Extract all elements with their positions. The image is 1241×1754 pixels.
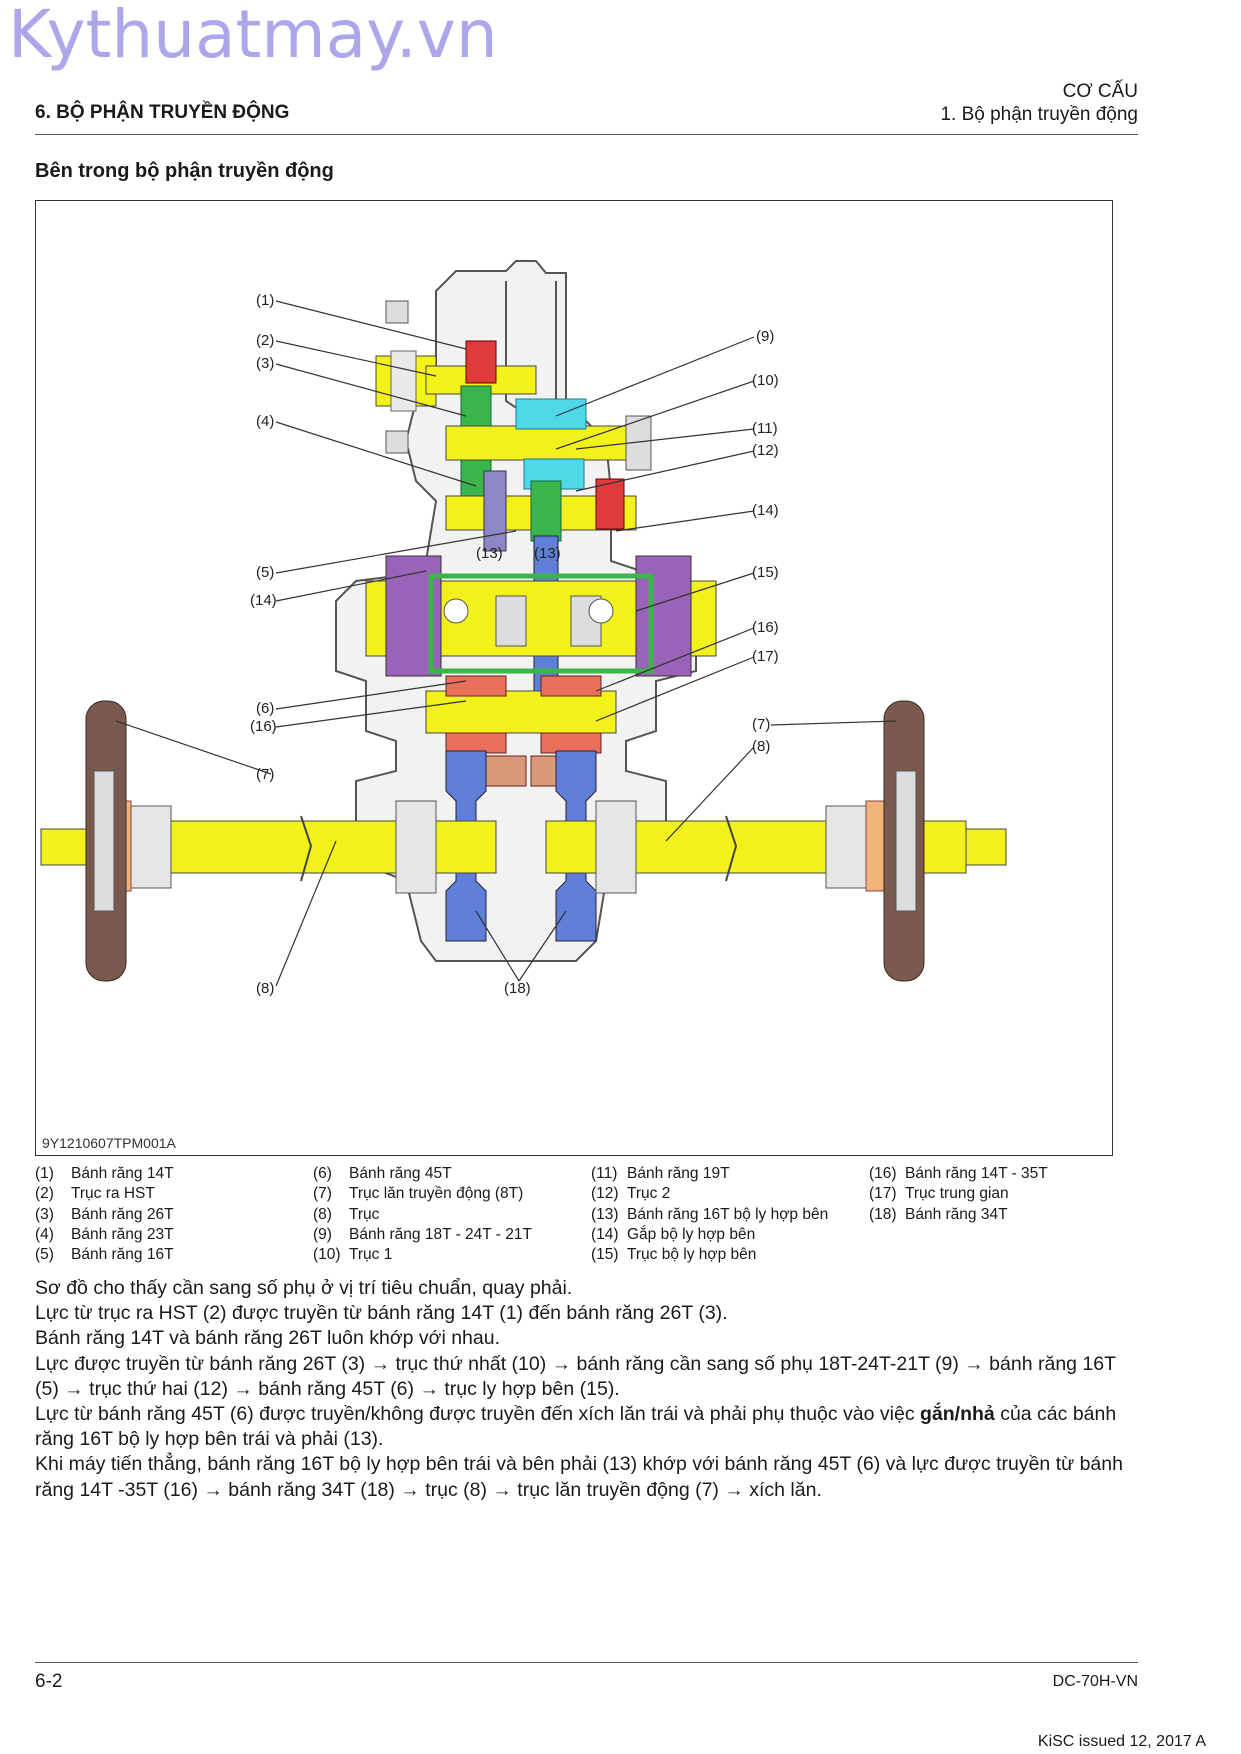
callout-6: (6)	[256, 700, 274, 717]
callout-12: (12)	[752, 442, 779, 459]
description-text: Sơ đồ cho thấy cần sang số phụ ở vị trí …	[35, 1276, 1138, 1503]
legend-item: (7)Trục lăn truyền động (8T)	[313, 1185, 524, 1203]
callout-10: (10)	[752, 372, 779, 389]
leader-lines	[115, 300, 897, 987]
watermark-logo: Kythuatmay.vn	[8, 0, 498, 73]
legend-item: (11)Bánh răng 19T	[591, 1165, 730, 1182]
callout-7-left: (7)	[256, 766, 274, 783]
header-subsection: 1. Bộ phận truyền động	[940, 104, 1138, 125]
legend-item: (3)Bánh răng 26T	[35, 1205, 174, 1223]
figure-id: 9Y1210607TPM001A	[42, 1135, 176, 1151]
legend-col-2: (6)Bánh răng 45T (7)Trục lăn truyền động…	[313, 1164, 532, 1265]
transmission-drawing: (1) (2) (3) (4) (5) (14) (6) (16) (7) (8…	[40, 260, 1007, 997]
legend-item: (17)Trục trung gian	[869, 1185, 1009, 1203]
callout-9: (9)	[756, 328, 774, 345]
callout-14-left: (14)	[250, 592, 277, 609]
axle-shafts	[40, 800, 1007, 894]
legend-item: (15)Trục bộ ly hợp bên	[591, 1246, 757, 1264]
callout-3: (3)	[256, 355, 274, 372]
legend-item: (18)Bánh răng 34T	[869, 1205, 1008, 1223]
header-right: CƠ CẤU 1. Bộ phận truyền động	[940, 80, 1138, 126]
paragraph: Lực từ trục ra HST (2) được truyền từ bá…	[35, 1302, 728, 1325]
callout-5: (5)	[256, 564, 274, 581]
legend-col-4: (16)Bánh răng 14T - 35T (17)Trục trung g…	[869, 1164, 1048, 1225]
callout-labels: (1) (2) (3) (4) (5) (14) (6) (16) (7) (8…	[250, 292, 779, 997]
paragraph: Khi máy tiến thẳng, bánh răng 16T bộ ly …	[35, 1453, 1123, 1501]
callout-1: (1)	[256, 292, 274, 309]
paragraph: Sơ đồ cho thấy cần sang số phụ ở vị trí …	[35, 1277, 573, 1299]
paragraph: Lực từ bánh răng 45T (6) được truyền/khô…	[35, 1403, 1117, 1451]
header-section: 6. BỘ PHẬN TRUYỀN ĐỘNG	[35, 102, 290, 123]
legend-item: (14)Gắp bộ ly hợp bên	[591, 1225, 756, 1243]
paragraph: Bánh răng 14T và bánh răng 26T luôn khớp…	[35, 1327, 501, 1350]
legend-item: (9)Bánh răng 18T - 24T - 21T	[313, 1225, 532, 1243]
callout-13-left: (13)	[476, 545, 503, 562]
header-divider	[35, 134, 1138, 135]
legend-item: (8)Trục	[313, 1205, 380, 1223]
legend-item: (16)Bánh răng 14T - 35T	[869, 1165, 1048, 1182]
callout-7-right: (7)	[752, 716, 770, 733]
emphasis: gắn/nhả	[920, 1403, 995, 1426]
legend-item: (2)Trục ra HST	[35, 1185, 155, 1203]
section-title: Bên trong bộ phận truyền động	[35, 160, 334, 182]
callout-13-right: (13)	[534, 545, 561, 562]
legend-item: (4)Bánh răng 23T	[35, 1225, 174, 1243]
hst-gear-block	[375, 300, 537, 507]
legend-item: (12)Trục 2	[591, 1185, 671, 1203]
legend-col-1: (1)Bánh răng 14T (2)Trục ra HST (3)Bánh …	[35, 1164, 174, 1265]
callout-2: (2)	[256, 332, 274, 349]
transmission-diagram: (1) (2) (3) (4) (5) (14) (6) (16) (7) (8…	[35, 200, 1113, 1156]
document-code: DC-70H-VN	[1052, 1673, 1138, 1690]
legend-item: (5)Bánh răng 16T	[35, 1246, 174, 1264]
shaft-1	[445, 398, 652, 490]
callout-14-right: (14)	[752, 502, 779, 519]
callout-18: (18)	[504, 980, 531, 997]
callout-11: (11)	[752, 420, 778, 437]
callout-16-left: (16)	[250, 718, 277, 735]
header-chapter: CƠ CẤU	[1062, 81, 1138, 102]
drive-sprockets	[85, 700, 925, 982]
callout-17: (17)	[752, 648, 779, 665]
counter-shaft	[425, 675, 617, 787]
callout-4: (4)	[256, 413, 274, 430]
issue-date: KiSC issued 12, 2017 A	[1037, 1733, 1206, 1750]
callout-8-left: (8)	[256, 980, 274, 997]
legend-col-3: (11)Bánh răng 19T (12)Trục 2 (13)Bánh ră…	[591, 1164, 828, 1265]
paragraph: Lực được truyền từ bánh răng 26T (3) → t…	[35, 1352, 1116, 1400]
callout-15: (15)	[752, 564, 779, 581]
footer-divider	[35, 1662, 1138, 1663]
side-clutch-assembly	[365, 555, 717, 677]
legend-item: (6)Bánh răng 45T	[313, 1165, 452, 1182]
legend-item: (10)Trục 1	[313, 1246, 393, 1264]
legend-item: (1)Bánh răng 14T	[35, 1165, 174, 1182]
callout-8-right: (8)	[752, 738, 770, 755]
legend-item: (13)Bánh răng 16T bộ ly hợp bên	[591, 1205, 829, 1223]
page-number: 6-2	[35, 1671, 63, 1692]
callout-16-right: (16)	[752, 619, 779, 636]
